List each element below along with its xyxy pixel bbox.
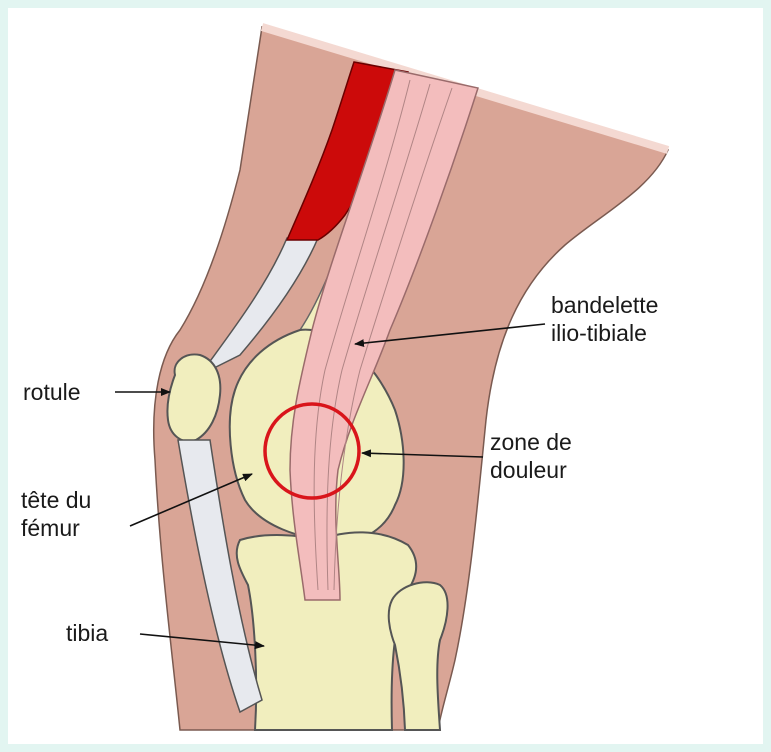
label-patella: rotule	[23, 379, 81, 406]
label-pain-zone-line2: douleur	[490, 457, 567, 484]
label-femur-head-line2: fémur	[21, 515, 80, 542]
label-it-band-line1: bandelette	[551, 292, 658, 319]
label-femur-head-line1: tête du	[21, 487, 91, 514]
label-pain-zone-line1: zone de	[490, 429, 572, 456]
label-tibia: tibia	[66, 620, 108, 647]
label-it-band-line2: ilio-tibiale	[551, 320, 647, 347]
